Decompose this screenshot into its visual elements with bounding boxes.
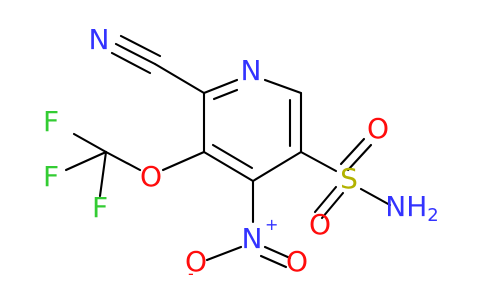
nitro-o2-label: O (286, 245, 308, 278)
f-left-label: F (43, 160, 59, 193)
bond-cf3-f-top (72, 132, 108, 154)
bond-ringn-c2 (202, 78, 239, 95)
bond-nitro-n-o2-a (263, 245, 292, 260)
f-top-label: F (43, 105, 59, 138)
nitro-o1-label: O (185, 245, 207, 278)
bond-ether-o-cf3 (104, 150, 142, 172)
bond-s-o-top-a (339, 137, 366, 166)
bond-cf3-f-bottom (98, 150, 108, 198)
bond-cyano-triple-2 (110, 51, 152, 75)
bond-c3-ether-o (161, 150, 206, 172)
bond-s-o-bottom-a (320, 191, 345, 220)
bond-s-o-top-b (346, 143, 373, 172)
nitro-n-label: N (242, 222, 263, 255)
bond-c4-c3 (202, 150, 255, 183)
amine-text: NH (385, 190, 427, 223)
bond-nitro-n-o2-b (259, 254, 288, 269)
bond-s-nh2 (359, 187, 392, 207)
bond-cf3-f-left (64, 150, 108, 172)
bond-nitro-n-o1 (205, 245, 243, 262)
bond-cyano-triple-1 (114, 42, 157, 66)
bond-c5-c4 (251, 150, 303, 183)
sulfur-label: S (340, 162, 358, 195)
bond-c2-ringn-inner (212, 88, 239, 101)
amine-subscript: 2 (427, 205, 438, 226)
cyano-n-label: N (89, 23, 110, 56)
amine-label: NH2 (385, 190, 438, 226)
ether-o-label: O (140, 160, 162, 193)
bond-c2-cyano-c (153, 62, 206, 95)
bond-cyano-triple-3 (119, 34, 162, 58)
bond-ringn-c6 (263, 78, 303, 95)
bond-c4-c3-inner (211, 143, 254, 170)
nitro-n-charge: + (265, 215, 278, 234)
so-bottom-label: O (309, 208, 331, 241)
f-bottom-label: F (92, 191, 108, 224)
nitro-o1-charge: - (188, 264, 194, 283)
ring-n-label: N (241, 54, 262, 87)
bond-c5-sulfur (299, 150, 338, 173)
so-top-label: O (367, 112, 389, 145)
bond-s-o-bottom-b (313, 185, 338, 214)
